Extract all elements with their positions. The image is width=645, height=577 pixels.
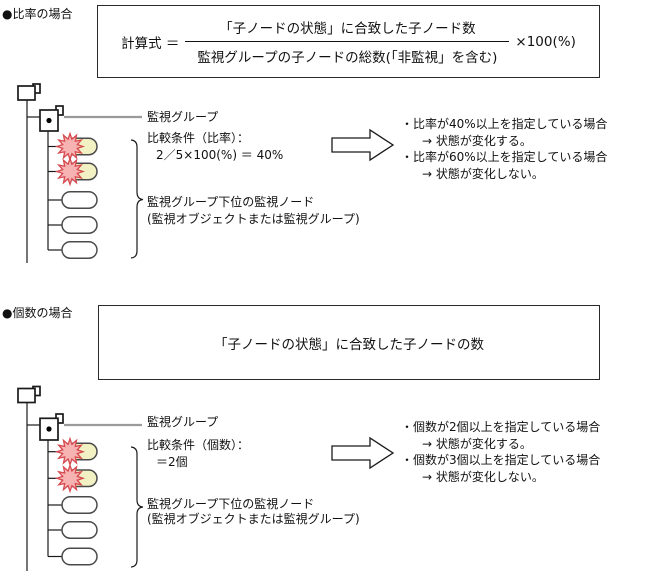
note-line: → 状態が変化しない。 xyxy=(422,166,544,181)
monitor-node-pills xyxy=(61,137,98,259)
section-ratio-heading: ●比率の場合 xyxy=(2,7,73,21)
group-label: 監視グループ xyxy=(147,110,219,124)
count-formula-box: 「子ノードの状態」に合致した子ノードの数 xyxy=(98,305,600,380)
formula-lhs: 計算式 ＝ xyxy=(121,35,180,52)
calc-label: 2／5×100(%) ＝ 40% xyxy=(156,148,284,162)
group-dot xyxy=(46,117,52,124)
condition-label: 比較条件（個数）： xyxy=(147,438,250,452)
ratio-formula-box: 計算式 ＝ 「子ノードの状態」に合致した子ノード数 監視グループの子ノードの総数… xyxy=(97,5,600,78)
formula-numerator: 「子ノードの状態」に合致した子ノード数 xyxy=(219,21,476,37)
count-tree-graphic xyxy=(17,385,144,571)
section-count-heading: ●個数の場合 xyxy=(2,306,73,320)
root-monitor-icon xyxy=(17,83,41,101)
condition-label: 比較条件（比率）： xyxy=(147,131,250,145)
monitor-node-pill xyxy=(61,547,98,566)
note-line: ・個数が3個以上を指定している場合 xyxy=(401,453,601,467)
note-line: → 状態が変化する。 xyxy=(422,133,532,148)
flow-arrow-icon xyxy=(331,128,395,162)
note-line: ・比率が40%以上を指定している場合 xyxy=(401,117,608,131)
note-line: ・比率が60%以上を指定している場合 xyxy=(401,150,608,164)
root-monitor-icon xyxy=(17,385,41,404)
ratio-formula: 計算式 ＝ 「子ノードの状態」に合致した子ノード数 監視グループの子ノードの総数… xyxy=(121,17,576,66)
flow-arrow-icon xyxy=(331,436,395,470)
ratio-notes: ・比率が40%以上を指定している場合 → 状態が変化する。 ・比率が60%以上を… xyxy=(401,116,607,182)
formula-fraction: 「子ノードの状態」に合致した子ノード数 監視グループの子ノードの総数(「非監視」… xyxy=(185,17,510,66)
children-label-line1: 監視グループ下位の監視ノード xyxy=(147,497,315,511)
monitor-node-pill xyxy=(61,520,98,539)
alert-starburst-icon xyxy=(56,157,84,186)
tree-lines xyxy=(26,100,62,263)
children-label-line2: (監視オブジェクトまたは監視グループ) xyxy=(147,212,360,226)
count-formula-text: 「子ノードの状態」に合致した子ノードの数 xyxy=(214,336,484,353)
note-line: → 状態が変化しない。 xyxy=(422,469,544,484)
group-dot xyxy=(46,426,52,432)
group-label: 監視グループ xyxy=(147,415,219,429)
monitor-node-pills xyxy=(61,442,98,566)
monitor-node-pill xyxy=(61,215,98,234)
formula-denominator: 監視グループの子ノードの総数(「非監視」を含む) xyxy=(185,41,510,66)
count-notes: ・個数が2個以上を指定している場合 → 状態が変化する。 ・個数が3個以上を指定… xyxy=(401,419,600,485)
alert-starburst-icon xyxy=(56,132,84,161)
note-line: ・個数が2個以上を指定している場合 xyxy=(401,420,601,434)
monitor-node-pill xyxy=(61,495,98,514)
monitor-node-pill xyxy=(61,240,98,259)
ratio-tree-graphic xyxy=(17,83,144,263)
brace xyxy=(130,139,144,259)
monitor-group-icon xyxy=(39,105,64,132)
brace xyxy=(130,446,144,568)
note-line: → 状態が変化する。 xyxy=(422,436,532,451)
monitor-node-pill xyxy=(61,190,98,209)
calc-label: ＝2個 xyxy=(156,455,188,469)
alert-starburst-icon xyxy=(56,464,84,492)
children-label-line2: (監視オブジェクトまたは監視グループ) xyxy=(147,512,360,526)
formula-rhs: ×100(%) xyxy=(515,33,576,50)
children-label-line1: 監視グループ下位の監視ノード xyxy=(147,195,315,209)
monitor-group-icon xyxy=(39,413,64,441)
